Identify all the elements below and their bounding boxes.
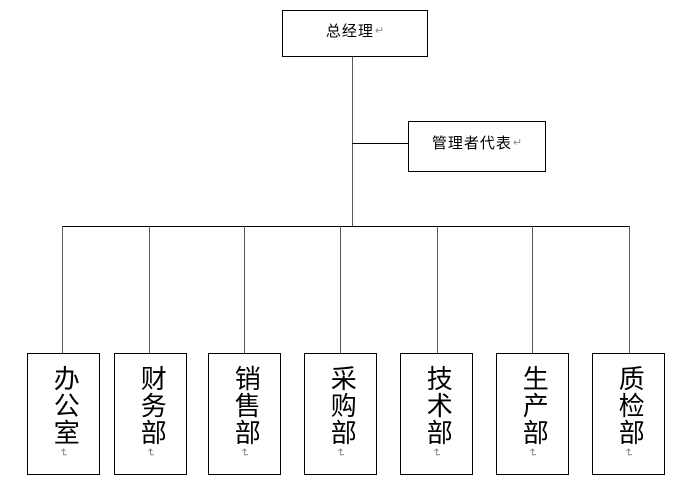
connector-drop-2 bbox=[149, 226, 150, 354]
paragraph-mark-icon: ↵ bbox=[238, 447, 251, 458]
node-management-representative-label: 管理者代表 bbox=[431, 134, 512, 152]
paragraph-mark-icon: ↵ bbox=[144, 447, 157, 458]
connector-drop-6 bbox=[532, 226, 533, 354]
node-department-6-label: 生产部 bbox=[518, 365, 549, 446]
connector-drop-7 bbox=[629, 226, 630, 354]
node-department-7-label: 质检部 bbox=[614, 365, 645, 446]
connector-drop-5 bbox=[437, 226, 438, 354]
paragraph-mark-icon: ↵ bbox=[430, 447, 443, 458]
node-management-representative[interactable]: 管理者代表↵ bbox=[408, 121, 546, 172]
paragraph-mark-icon: ↵ bbox=[512, 136, 523, 149]
node-general-manager[interactable]: 总经理↵ bbox=[282, 10, 428, 57]
node-department-2-label: 财务部 bbox=[136, 365, 167, 446]
node-department-5[interactable]: 技术部 ↵ bbox=[400, 353, 473, 475]
node-department-4[interactable]: 采购部 ↵ bbox=[304, 353, 377, 475]
node-department-1-label: 办公室 bbox=[49, 365, 80, 446]
node-department-5-label: 技术部 bbox=[422, 365, 453, 446]
connector-bus-horizontal bbox=[62, 226, 630, 227]
node-department-3[interactable]: 销售部 ↵ bbox=[208, 353, 281, 475]
paragraph-mark-icon: ↵ bbox=[374, 24, 385, 37]
paragraph-mark-icon: ↵ bbox=[526, 447, 539, 458]
paragraph-mark-icon: ↵ bbox=[334, 447, 347, 458]
node-department-4-label: 采购部 bbox=[326, 365, 357, 446]
connector-drop-3 bbox=[244, 226, 245, 354]
node-department-2[interactable]: 财务部 ↵ bbox=[114, 353, 187, 475]
connector-drop-4 bbox=[340, 226, 341, 354]
node-general-manager-label: 总经理 bbox=[325, 22, 374, 40]
node-department-3-label: 销售部 bbox=[230, 365, 261, 446]
paragraph-mark-icon: ↵ bbox=[57, 447, 70, 458]
node-department-7[interactable]: 质检部 ↵ bbox=[592, 353, 665, 475]
connector-trunk-vertical bbox=[352, 57, 353, 227]
paragraph-mark-icon: ↵ bbox=[622, 447, 635, 458]
node-department-6[interactable]: 生产部 ↵ bbox=[496, 353, 569, 475]
connector-staff-horizontal bbox=[352, 143, 409, 144]
connector-drop-1 bbox=[62, 226, 63, 354]
node-department-1[interactable]: 办公室 ↵ bbox=[27, 353, 100, 475]
